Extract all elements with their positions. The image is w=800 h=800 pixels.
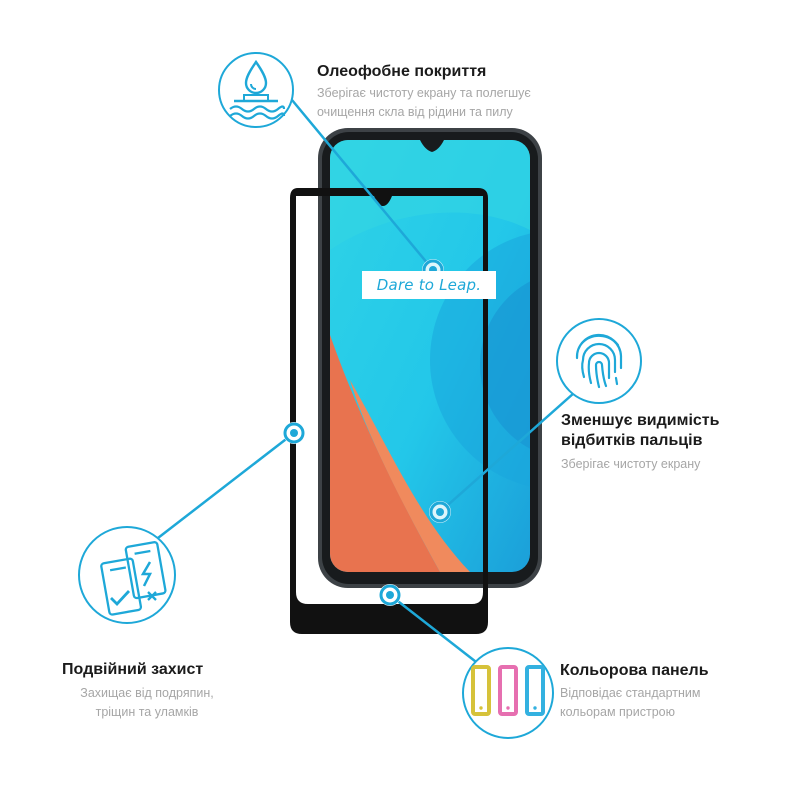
feature-color-desc-2: кольорам пристрою (560, 705, 675, 719)
feature-color-desc-1: Відповідає стандартним (560, 686, 701, 700)
double-protection-icon (78, 526, 176, 624)
color-frames-icon (462, 647, 554, 739)
feature-color: Кольорова панель Відповідає стандартним … (560, 661, 730, 722)
water-drop-icon (218, 52, 294, 128)
feature-double-desc-2: тріщин та уламків (95, 705, 199, 719)
feature-double-desc-1: Захищає від подряпин, (80, 686, 214, 700)
feature-fingerprint-title-1: Зменшує видимість (561, 412, 720, 429)
fingerprint-icon (556, 318, 642, 404)
feature-oleophobic-title: Олеофобне покриття (317, 63, 487, 80)
feature-double: Подвійний захист Захищає від подряпин, т… (62, 660, 232, 722)
feature-fingerprint: Зменшує видимість відбитків пальців Збер… (561, 411, 719, 474)
target-double (283, 422, 305, 444)
feature-fingerprint-title-2: відбитків пальців (561, 432, 703, 449)
feature-oleophobic: Олеофобне покриття Зберігає чистоту екра… (317, 62, 531, 122)
feature-double-title: Подвійний захист (62, 661, 204, 678)
screen-slogan: Dare to Leap. (362, 271, 496, 299)
feature-color-title: Кольорова панель (560, 662, 709, 679)
connector-lines (144, 99, 584, 666)
feature-oleophobic-desc-1: Зберігає чистоту екрану та полегшує (317, 86, 531, 100)
target-fingerprint (429, 501, 451, 523)
target-color (379, 584, 401, 606)
feature-fingerprint-desc: Зберігає чистоту екрану (561, 457, 701, 471)
feature-oleophobic-desc-2: очищення скла від рідини та пилу (317, 105, 513, 119)
